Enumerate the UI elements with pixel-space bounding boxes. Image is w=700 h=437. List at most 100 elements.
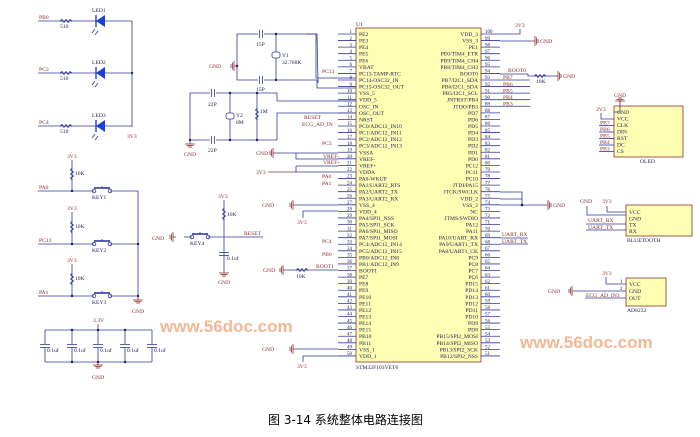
pin-name: PA8/UART1_CK xyxy=(439,249,478,255)
resistor-value: 10K xyxy=(227,212,237,218)
mcu-pin: 30 PA5/SPI1_SCK xyxy=(338,221,395,229)
pin-number: 40 xyxy=(347,286,353,291)
pin-number: 86 xyxy=(485,122,491,127)
pin-name: PD4 xyxy=(468,131,478,137)
pin-number: 87 xyxy=(485,116,491,121)
pin-number: 23 xyxy=(347,175,353,180)
pin-number: 91 xyxy=(485,89,491,94)
pin-name: VDD_3 xyxy=(460,32,478,38)
pin-name: PA4/SPI1_NSS xyxy=(359,216,394,222)
led-icon xyxy=(96,120,105,132)
pin-number: 98 xyxy=(485,43,491,48)
pin-number: 12 xyxy=(347,102,353,107)
pin-name: PD5 xyxy=(468,124,478,130)
pin-name: PE2 xyxy=(359,32,369,38)
key-ref: KEY2 xyxy=(92,248,106,254)
module-pin-name: OUT xyxy=(629,296,641,302)
net-label-reset: RESET xyxy=(304,115,322,121)
pin-number: 100 xyxy=(485,30,493,35)
net-label-uart-rx: UART_RX xyxy=(588,218,613,224)
pin-name: VSS_1 xyxy=(359,347,375,353)
pin-name: PC4/ADC12_IN14 xyxy=(359,242,402,248)
pin-number: 11 xyxy=(347,96,352,101)
led-ref: LED3 xyxy=(92,113,106,119)
pin-name: PE11 xyxy=(359,301,371,307)
module-pin-name: DIN xyxy=(617,130,627,136)
net-label-pa0: PA0 xyxy=(39,185,49,191)
resistor-value: 10K xyxy=(536,79,546,85)
pin-name: PA5/SPI1_SCK xyxy=(359,223,395,229)
pin-name: PB15/SPI2_MOSI xyxy=(436,334,478,340)
crystal-ref: Y2 xyxy=(236,113,243,119)
pin-number: 90 xyxy=(485,96,491,101)
pin-number: 9 xyxy=(350,83,353,88)
pin-number: 93 xyxy=(485,76,491,81)
pin-number: 19 xyxy=(347,148,353,153)
pin-number: 58 xyxy=(485,306,491,311)
key-ref: KEY1 xyxy=(92,195,106,201)
pin-number: 2 xyxy=(620,287,623,292)
gnd-label: GND xyxy=(614,93,626,99)
pin-number: 30 xyxy=(347,221,353,226)
net-label-pb7: PB7 xyxy=(600,121,610,127)
pin-number: 29 xyxy=(347,214,353,219)
net-label-reset: RESET xyxy=(244,231,262,237)
pin-name: BOOT0 xyxy=(460,71,478,77)
capacitor-value: 0.1uf xyxy=(227,255,239,262)
pin-number: 66 xyxy=(485,254,491,259)
net-label-pa1: PA1 xyxy=(39,290,49,296)
module-pin-name: RST xyxy=(617,136,628,142)
pin-number: 83 xyxy=(485,142,491,147)
mcu-left-nets: PC13 RESET ECG_AD_IN PC3 GND VREF- VREF+… xyxy=(256,69,340,370)
pin-number: 10 xyxy=(347,89,353,94)
gnd-label: GND xyxy=(184,152,196,158)
pin-number: 17 xyxy=(347,135,353,140)
pin-number: 28 xyxy=(347,208,353,213)
supply-label: 3V3 xyxy=(602,199,612,205)
pin-name: PE12 xyxy=(359,308,371,314)
pin-name: PD14 xyxy=(465,288,478,294)
led-circuits: PB0 510 LED1 PC3 510 LED2 PC4 510 LED3 3… xyxy=(38,8,137,141)
pin-number: 99 xyxy=(485,37,491,42)
pin-name: PB7/I2C1_SDA xyxy=(442,78,478,84)
pin-number: 74 xyxy=(485,201,491,206)
gnd-label: GND xyxy=(548,289,560,295)
module-pin-name: VCC xyxy=(629,210,641,216)
pin-name: NC xyxy=(470,209,478,215)
pin-name: PB9/TIM4_CH4 xyxy=(440,58,478,64)
net-label-pc4: PC4 xyxy=(322,239,332,245)
capacitor-value: 0.1uf xyxy=(127,347,139,354)
pin-name: PB1/ADC12_IN9 xyxy=(359,262,399,268)
pin-name: PC0/ADC12_IN10 xyxy=(359,124,402,130)
net-label-uart-tx: UART_TX xyxy=(502,239,527,245)
decoupling-capacitor: 0.1uf xyxy=(93,328,112,364)
pin-number: 95 xyxy=(485,63,491,68)
supply-label: 3V3 xyxy=(67,154,77,160)
gnd-label: GND xyxy=(209,64,221,70)
led-icon xyxy=(96,67,105,79)
pin-number: 72 xyxy=(485,214,491,219)
mcu-pin: 93 PB7/I2C1_SDA xyxy=(442,76,500,84)
